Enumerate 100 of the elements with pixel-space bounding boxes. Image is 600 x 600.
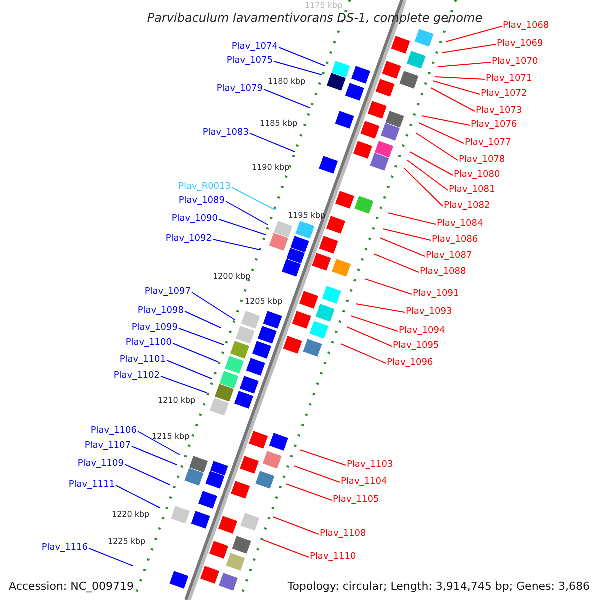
- leader-line: [350, 316, 398, 332]
- leader-line: [166, 360, 212, 380]
- gene-label: Plav_1070: [492, 57, 538, 68]
- leader-line: [264, 89, 310, 108]
- gene-label: Plav_1106: [90, 426, 137, 437]
- gene-label: Plav_1102: [114, 371, 160, 382]
- leader-line: [138, 431, 180, 456]
- leader-line: [434, 76, 486, 80]
- genome-summary: Topology: circular; Length: 3,914,745 bp; Genes: 3,686: [288, 580, 590, 593]
- leader-line: [278, 47, 326, 66]
- leader-line: [364, 278, 412, 295]
- leader-line: [382, 228, 432, 241]
- leader-line: [132, 446, 178, 466]
- leader-line: [442, 44, 496, 54]
- leader-line: [212, 239, 260, 250]
- gene-label: Plav_1104: [341, 477, 388, 488]
- leader-line: [88, 548, 134, 566]
- gene-label: Plav_1095: [393, 341, 440, 352]
- gene-label: Plav_1074: [232, 42, 278, 53]
- gene-label: Plav_1068: [503, 21, 550, 32]
- leader-line: [294, 466, 340, 483]
- leader-line: [160, 376, 208, 394]
- leader-line: [432, 80, 480, 95]
- scale-label: 1205 kbp: [245, 297, 283, 307]
- scale-label: 1185 kbp: [260, 119, 298, 129]
- leader-line: [380, 238, 426, 257]
- gene-label: Plav_1111: [68, 480, 115, 491]
- scale-label: 1200 kbp: [213, 272, 251, 282]
- gene-label: Plav_1103: [347, 460, 394, 471]
- gene-label: Plav_1071: [486, 74, 532, 85]
- leader-line: [300, 450, 346, 466]
- gene-label: Plav_1096: [387, 358, 434, 369]
- leader-line: [286, 484, 332, 501]
- leader-line: [272, 516, 320, 535]
- leader-line: [446, 26, 502, 42]
- gene-label: Plav_1116: [42, 543, 88, 554]
- gene-label: Plav_1069: [497, 39, 544, 50]
- gene-label: Plav_1088: [420, 267, 466, 278]
- leader-line: [184, 311, 222, 328]
- gene-label: Plav_1073: [476, 106, 522, 117]
- gene-label: Plav_1082: [444, 201, 490, 212]
- gene-label: Plav_1098: [138, 306, 184, 317]
- gene-label: Plav_1100: [126, 338, 172, 349]
- gene-label: Plav_1110: [310, 552, 356, 563]
- leader-line: [218, 219, 266, 236]
- leader-line: [356, 304, 406, 313]
- leader-line: [410, 152, 454, 176]
- accession-label: Accession: NC_009719: [9, 580, 134, 593]
- gene-label: Plav_1093: [406, 307, 452, 318]
- leader-line: [116, 485, 160, 508]
- leader-line: [250, 133, 296, 152]
- leader-line: [124, 464, 170, 486]
- gene-label: Plav_1105: [333, 495, 380, 506]
- scale-label: 1225 kbp: [108, 537, 146, 547]
- gene-label: Plav_1101: [120, 355, 166, 366]
- leader-line: [226, 201, 268, 226]
- leader-line: [416, 132, 458, 161]
- leader-line: [438, 62, 492, 68]
- gene-label: Plav_1108: [320, 529, 366, 540]
- gene-label: Plav_1079: [216, 84, 263, 95]
- gene-label: Plav_1084: [437, 219, 484, 230]
- leader-line: [262, 540, 310, 558]
- gene-label: Plav_1099: [132, 323, 178, 334]
- leader-line: [388, 212, 436, 225]
- gene-label: Plav_1076: [471, 120, 518, 131]
- leader-line: [192, 292, 236, 320]
- leader-line: [406, 160, 448, 191]
- gene-label: Plav_1087: [426, 251, 472, 262]
- leader-line: [340, 344, 386, 364]
- leader-line: [346, 326, 392, 347]
- leader-line: [404, 168, 444, 207]
- gene-label: Plav_1078: [459, 155, 506, 166]
- gene-label: Plav_1080: [454, 170, 500, 181]
- gene-label: Plav_1083: [202, 128, 249, 139]
- gene-label: Plav_1092: [166, 234, 212, 245]
- scale-label: 1210 kbp: [158, 396, 196, 406]
- gene-label: Plav_1090: [172, 214, 218, 225]
- scale-label: 1190 kbp: [252, 163, 290, 173]
- gene-label: Plav_1077: [465, 138, 512, 149]
- leader-line: [418, 122, 464, 144]
- gene-label: Plav_1089: [178, 196, 225, 207]
- gene-label: Plav_R0013: [178, 182, 231, 193]
- gene-label: Plav_1075: [226, 56, 273, 67]
- leader-line: [178, 328, 224, 346]
- scale-label: 1175 kbp: [305, 1, 343, 11]
- leader-line: [274, 61, 322, 76]
- gene-label: Plav_1107: [84, 441, 131, 452]
- gene-label: Plav_1091: [413, 289, 460, 300]
- gene-label: Plav_1097: [144, 287, 191, 298]
- leader-line: [232, 187, 276, 210]
- gene-label: Plav_1081: [449, 185, 496, 196]
- gene-label: Plav_1086: [432, 235, 478, 246]
- scale-label: 1215 kbp: [152, 432, 190, 442]
- scale-label: 1220 kbp: [112, 510, 150, 520]
- gene-label: Plav_1072: [481, 89, 528, 100]
- leader-line: [422, 116, 470, 126]
- leader-line: [172, 343, 218, 362]
- leader-line: [374, 254, 420, 273]
- gene-label: Plav_1109: [78, 459, 124, 470]
- scale-label: 1180 kbp: [268, 77, 306, 87]
